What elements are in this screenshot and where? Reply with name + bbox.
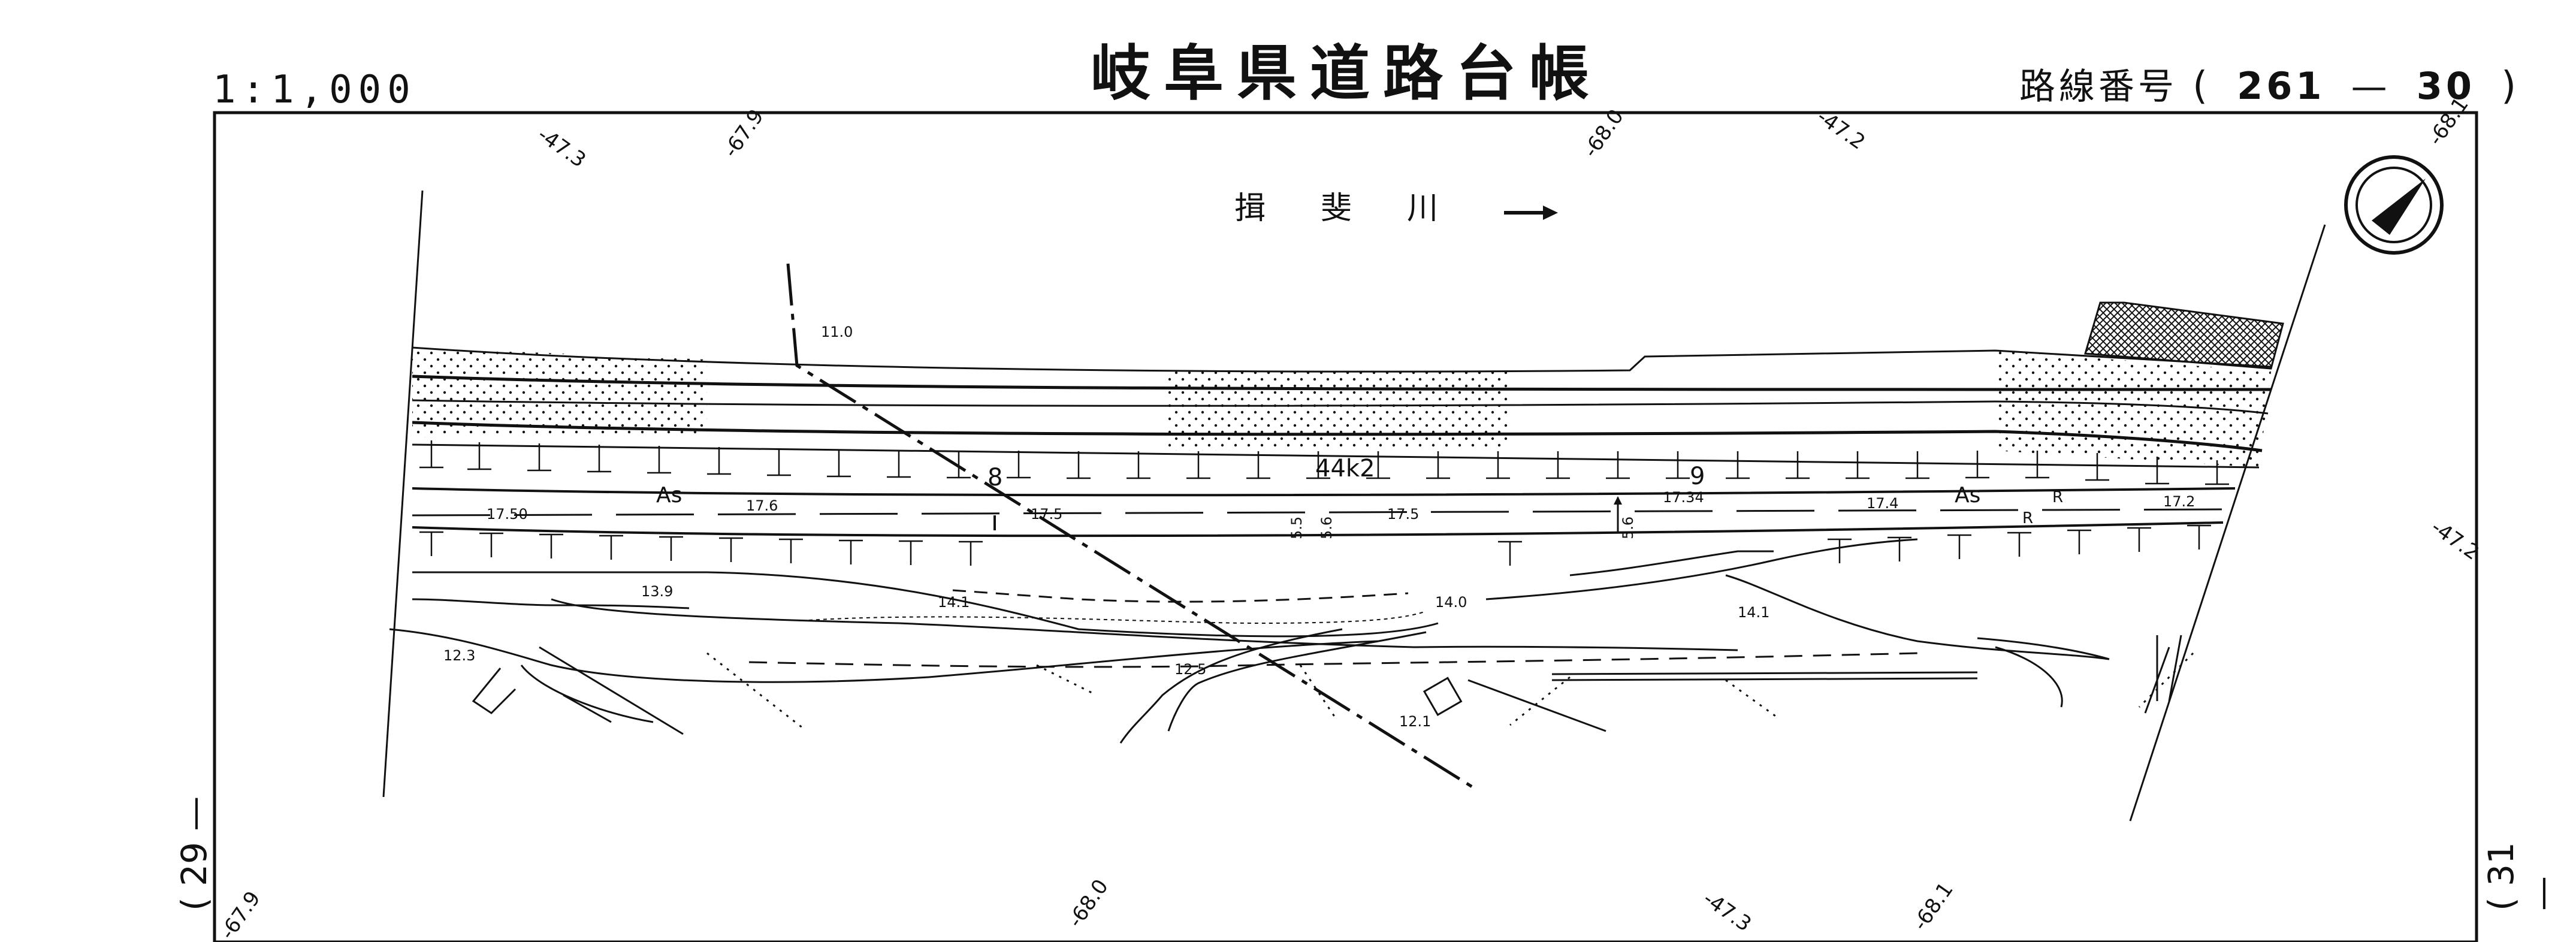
route-paren-close: )	[2501, 64, 2520, 108]
km-post-label: 44k2	[1315, 455, 1375, 482]
surface-as-label: As	[656, 483, 682, 508]
elevation-label: 17.2	[2163, 493, 2195, 510]
route-paren-open: (	[2193, 64, 2212, 108]
grid-label: -68.1	[2424, 93, 2474, 150]
upper-slope-ticks	[419, 440, 2229, 485]
elevation-label: 17.4	[1867, 495, 1898, 512]
station-8-label: 8	[987, 464, 1002, 491]
grid-labels-bottom: -67.9 -68.0 -47.3 -68.1	[216, 875, 1958, 942]
lane-mark-r-lower: R	[2022, 509, 2033, 527]
elevation-label: 17.6	[746, 497, 778, 514]
elevation-label: 14.1	[938, 594, 970, 611]
elevation-label: 14.1	[1738, 604, 1769, 621]
elevation-label: 17.5	[1031, 506, 1062, 523]
river-flow-arrow-icon	[1504, 206, 1558, 220]
surface-as-label-right: As	[1955, 483, 1980, 508]
route-number: 路線番号 ( 261 — 30 )	[2019, 67, 2520, 105]
elevation-label: 13.9	[641, 583, 673, 600]
route-number-sub: 30	[2416, 64, 2475, 108]
elevation-points: 11.0 17.50 17.6 17.5 17.5 17.34 17.4 17.…	[443, 324, 2195, 730]
carriageway	[412, 487, 2236, 538]
width-dimensions: 5.5 5.6 5.6	[1288, 517, 1636, 539]
grid-label: -47.3	[1699, 887, 1756, 937]
map-scale: 1:1,000	[213, 68, 416, 112]
route-centerline	[786, 263, 1475, 790]
elevation-label: 17.50	[487, 506, 528, 523]
route-label: 路線番号	[2019, 66, 2178, 108]
embankment-bands	[412, 346, 2272, 469]
grid-label: -68.0	[1064, 875, 1113, 932]
lower-slope-ticks	[419, 524, 2211, 566]
width-label: 5.6	[1318, 517, 1335, 539]
north-arrow-icon	[2344, 155, 2444, 255]
width-label: 5.6	[1620, 517, 1636, 539]
elevation-label: 14.0	[1435, 594, 1467, 611]
lane-mark-r: R	[2052, 488, 2063, 506]
parcel-lines	[472, 646, 1606, 735]
right-boundary-line	[2129, 224, 2326, 822]
dotted-boundaries	[706, 652, 2194, 729]
route-dash: —	[2351, 66, 2391, 108]
left-boundary-line	[382, 190, 424, 798]
grid-labels-top: -47.3 -67.9 -68.0 -47.2 -68.1	[533, 93, 2474, 173]
route-number-main: 261	[2237, 64, 2326, 108]
ramp-and-frontage-roads	[389, 538, 2182, 744]
elevation-label: 12.1	[1399, 713, 1431, 730]
elevation-label: 12.5	[1174, 661, 1206, 678]
elevation-label: 12.3	[443, 647, 475, 664]
map-frame	[213, 111, 2478, 942]
small-building	[1423, 677, 1463, 716]
grid-label: -47.3	[533, 123, 590, 173]
width-label: 5.5	[1288, 517, 1305, 539]
grid-label: -68.1	[1908, 878, 1958, 935]
elevation-label: 17.34	[1663, 489, 1704, 506]
river-name: 揖 斐 川	[1234, 191, 1450, 227]
road-annotations: 44k2 8 9 As As R R	[656, 455, 2063, 527]
elevation-label: 11.0	[821, 324, 853, 340]
station-9-label: 9	[1690, 463, 1705, 490]
elevation-label: 17.5	[1387, 506, 1419, 523]
grid-label: -67.9	[216, 887, 265, 942]
building-hatched	[2084, 301, 2284, 370]
page-title: 岐阜県道路台帳	[1091, 38, 1602, 108]
